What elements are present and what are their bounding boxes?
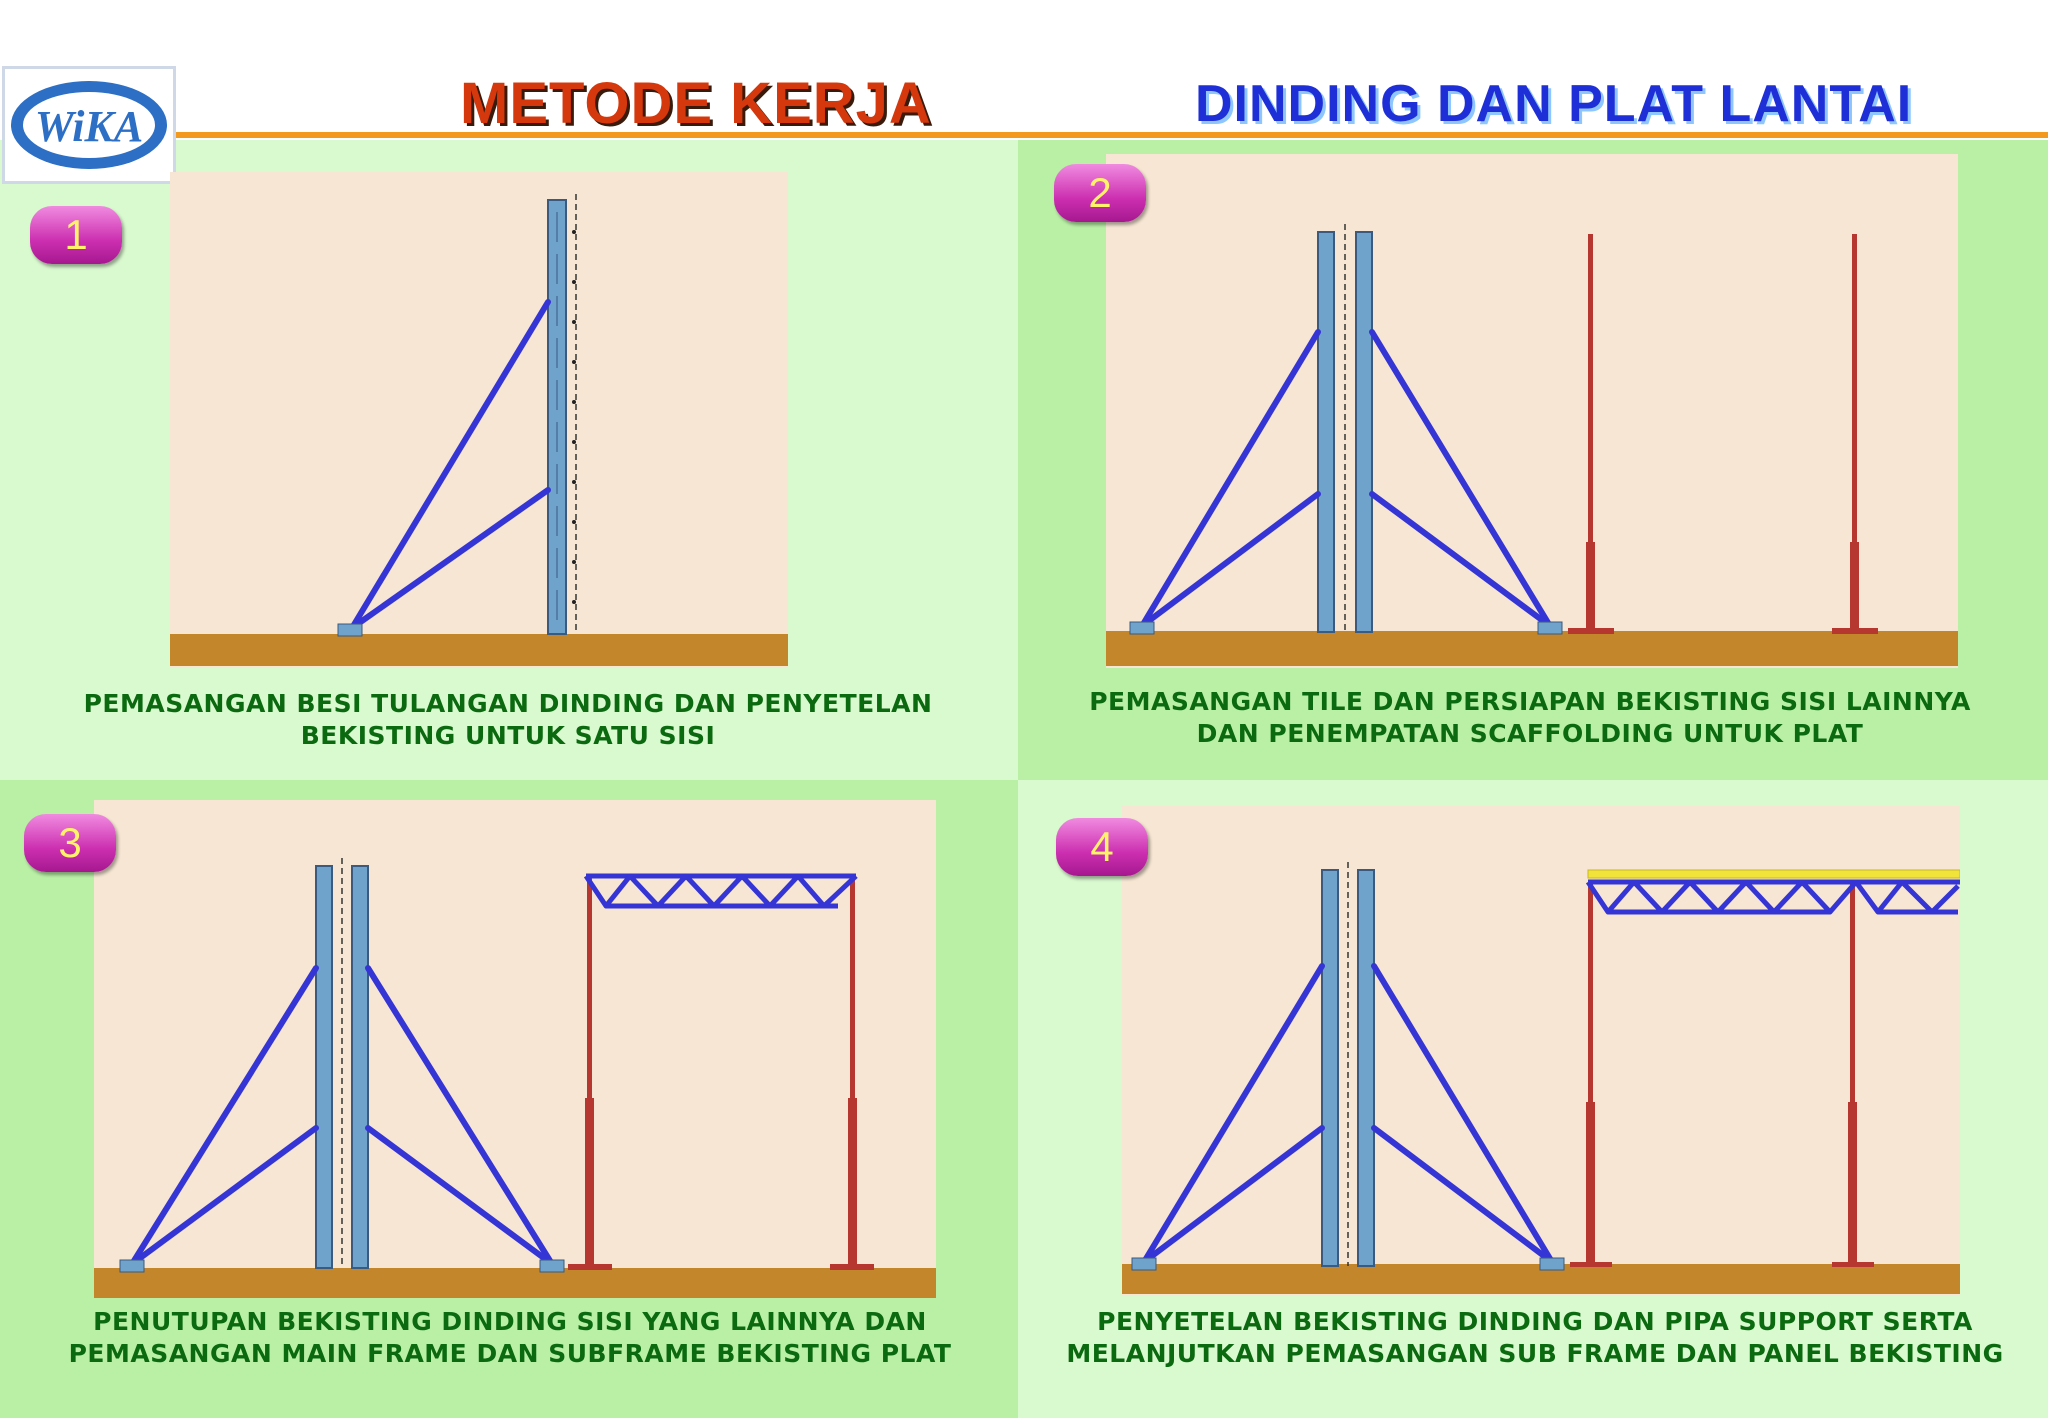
scene-background: [1106, 154, 1958, 668]
ground-slab: [1106, 631, 1958, 666]
svg-text:WiKA: WiKA: [35, 102, 143, 151]
step-2-caption: PEMASANGAN TILE DAN PERSIAPAN BEKISTING …: [1030, 686, 2030, 750]
step-4-caption-line-2: MELANJUTKAN PEMASANGAN SUB FRAME DAN PAN…: [1066, 1339, 2004, 1368]
wall-formwork-left: [1321, 869, 1339, 1267]
pipe-support-1: [1570, 882, 1612, 1267]
scene-background: [94, 800, 936, 1298]
step-3-caption-line-1: PENUTUPAN BEKISTING DINDING SISI YANG LA…: [93, 1307, 927, 1336]
scaffolding-prop-1: [1568, 234, 1614, 634]
wika-logo-icon: WiKA: [11, 81, 167, 169]
push-pull-brace-left: [129, 965, 319, 1267]
step-3-caption: PENUTUPAN BEKISTING DINDING SISI YANG LA…: [10, 1306, 1010, 1370]
pipe-support-2: [1832, 882, 1874, 1267]
brace-base-plate: [119, 1259, 145, 1273]
page-title-left: METODE KERJA: [460, 71, 932, 136]
step-2-caption-line-1: PEMASANGAN TILE DAN PERSIAPAN BEKISTING …: [1089, 687, 1971, 716]
step-1-caption-line-1: PEMASANGAN BESI TULANGAN DINDING DAN PEN…: [83, 689, 933, 718]
step-3-badge: 3: [24, 814, 116, 872]
push-pull-brace-right: [365, 965, 555, 1267]
step-4-caption-line-1: PENYETELAN BEKISTING DINDING DAN PIPA SU…: [1097, 1307, 1973, 1336]
wall-formwork-right: [1355, 231, 1373, 633]
push-pull-brace-right: [1371, 963, 1555, 1265]
step-1-illustration: [170, 172, 788, 668]
push-pull-brace-left: [1141, 963, 1325, 1265]
brace-base-plate: [539, 1259, 565, 1273]
brace-base-plate: [1129, 621, 1155, 635]
rebar-line: [572, 194, 577, 634]
wall-formwork-left: [1317, 231, 1335, 633]
plat-panel: [1587, 869, 1960, 879]
sub-frame-truss: [1585, 879, 1960, 915]
step-4-caption: PENYETELAN BEKISTING DINDING DAN PIPA SU…: [1030, 1306, 2040, 1370]
step-1-caption-line-2: BEKISTING UNTUK SATU SISI: [300, 721, 716, 750]
wika-logo: WiKA: [2, 66, 176, 184]
push-pull-brace: [349, 299, 551, 631]
header-divider: [176, 132, 2048, 138]
ground-slab: [94, 1268, 936, 1298]
brace-base-plate: [337, 623, 363, 637]
step-1-badge: 1: [30, 206, 122, 264]
step-2-caption-line-2: DAN PENEMPATAN SCAFFOLDING UNTUK PLAT: [1196, 719, 1864, 748]
scaffolding-prop-1: [568, 878, 612, 1270]
scaffolding-prop-2: [1832, 234, 1878, 634]
scene-background: [1122, 806, 1960, 1296]
main-frame-truss: [583, 873, 858, 909]
step-2-illustration: [1106, 154, 1958, 668]
wall-formwork-left: [315, 865, 333, 1269]
brace-base-plate: [1537, 621, 1563, 635]
wall-formwork-right: [1357, 869, 1375, 1267]
scaffolding-prop-2: [830, 878, 874, 1270]
step-3-caption-line-2: PEMASANGAN MAIN FRAME DAN SUBFRAME BEKIS…: [68, 1339, 952, 1368]
push-pull-brace-right: [1369, 329, 1553, 629]
brace-base-plate: [1539, 1257, 1565, 1271]
wall-formwork: [547, 199, 567, 635]
ground-slab: [170, 634, 788, 666]
brace-base-plate: [1131, 1257, 1157, 1271]
step-4-illustration: [1122, 806, 1960, 1296]
push-pull-brace-left: [1139, 329, 1321, 629]
step-4-badge: 4: [1056, 818, 1148, 876]
step-1-caption: PEMASANGAN BESI TULANGAN DINDING DAN PEN…: [18, 688, 998, 752]
step-3-illustration: [94, 800, 936, 1298]
page-title-right: DINDING DAN PLAT LANTAI: [1195, 75, 1913, 133]
wall-formwork-right: [351, 865, 369, 1269]
step-2-badge: 2: [1054, 164, 1146, 222]
